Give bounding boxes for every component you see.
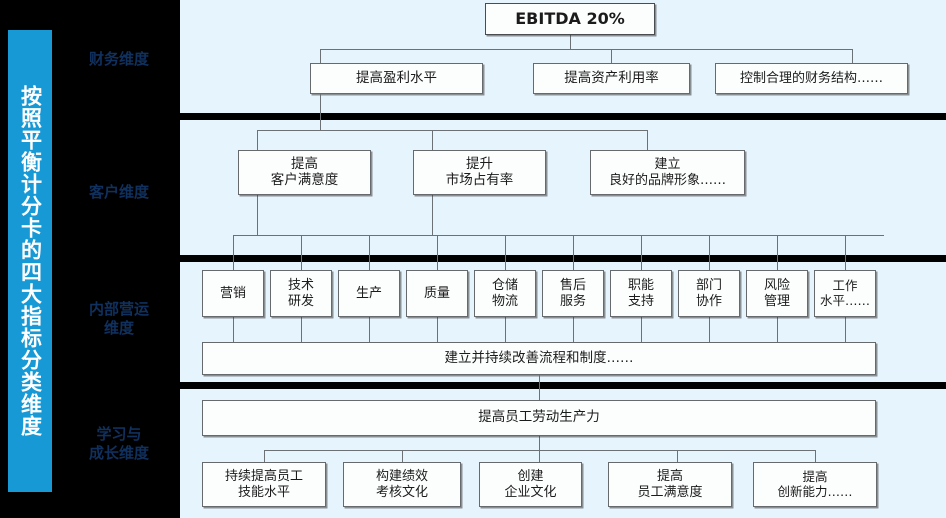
node-financial-2[interactable]: 提高资产利用率 xyxy=(533,63,690,94)
node-internal-9[interactable]: 风险 管理 xyxy=(746,270,808,317)
node-customer-1[interactable]: 提高 客户满意度 xyxy=(238,150,371,195)
connector-internal-stem-10 xyxy=(845,317,846,342)
divider-financial-customer xyxy=(180,113,946,120)
connector-internal-bus xyxy=(233,235,884,236)
node-learning-4[interactable]: 提高 员工满意度 xyxy=(608,462,732,507)
connector-learning-drop-1 xyxy=(264,450,265,462)
connector-customer1-trunk xyxy=(257,195,258,235)
connector-customer-drop-1 xyxy=(257,130,258,150)
connector-internal-stem-6 xyxy=(573,317,574,342)
vertical-banner: 按照平衡计分卡的四大指标分类维度 xyxy=(8,30,52,492)
node-internal-2[interactable]: 技术 研发 xyxy=(270,270,332,317)
connector-learning-drop-4 xyxy=(677,450,678,462)
dimension-label-customer: 客户维度 xyxy=(88,183,149,201)
node-customer-3[interactable]: 建立 良好的品牌形象…… xyxy=(590,150,745,195)
connector-internal-drop-7 xyxy=(641,235,642,270)
node-learning-1[interactable]: 持续提高员工 技能水平 xyxy=(202,462,326,507)
node-internal-8[interactable]: 部门 协作 xyxy=(678,270,740,317)
divider-internal-learning xyxy=(180,382,946,389)
connector-customer-bus xyxy=(257,130,647,131)
node-financial-1[interactable]: 提高盈利水平 xyxy=(310,63,483,94)
connector-internal-drop-8 xyxy=(709,235,710,270)
connector-learning-drop-5 xyxy=(815,450,816,462)
connector-learning-trunk xyxy=(539,436,540,450)
node-internal-5[interactable]: 仓储 物流 xyxy=(474,270,536,317)
node-internal-3[interactable]: 生产 xyxy=(338,270,400,317)
connector-internal-drop-10 xyxy=(845,235,846,270)
dimension-label-financial: 财务维度 xyxy=(88,50,149,68)
left-rail: 按照平衡计分卡的四大指标分类维度 财务维度 客户维度 内部营运 维度 学习与 成… xyxy=(0,0,180,518)
connector-internal-drop-6 xyxy=(573,235,574,270)
connector-customer-drop-2 xyxy=(432,130,433,150)
node-ebitda-root[interactable]: EBITDA 20% xyxy=(485,3,655,35)
connector-learning-drop-3 xyxy=(539,450,540,462)
node-customer-2[interactable]: 提升 市场占有率 xyxy=(413,150,546,195)
node-financial-3[interactable]: 控制合理的财务结构…… xyxy=(715,63,908,94)
node-internal-10[interactable]: 工作 水平…… xyxy=(814,270,876,317)
node-internal-1[interactable]: 营销 xyxy=(202,270,264,317)
connector-internal-drop-4 xyxy=(437,235,438,270)
node-learning-5[interactable]: 提高 创新能力…… xyxy=(753,462,877,507)
connector-internal-stem-8 xyxy=(709,317,710,342)
connector-internal-stem-3 xyxy=(369,317,370,342)
node-learning-2[interactable]: 构建绩效 考核文化 xyxy=(343,462,461,507)
connector-internal-drop-2 xyxy=(301,235,302,270)
connector-financial-drop-3 xyxy=(852,49,853,63)
node-internal-7[interactable]: 职能 支持 xyxy=(610,270,672,317)
connector-internal-drop-5 xyxy=(505,235,506,270)
vertical-banner-label: 按照平衡计分卡的四大指标分类维度 xyxy=(18,85,43,437)
node-internal-4[interactable]: 质量 xyxy=(406,270,468,317)
connector-internal-stem-2 xyxy=(301,317,302,342)
connector-customer2-trunk xyxy=(432,195,433,235)
node-internal-6[interactable]: 售后 服务 xyxy=(542,270,604,317)
connector-internal-drop-3 xyxy=(369,235,370,270)
connector-ebitda-trunk xyxy=(570,35,571,49)
connector-internal-stem-4 xyxy=(437,317,438,342)
connector-internal-stem-7 xyxy=(641,317,642,342)
dimension-label-internal: 内部营运 维度 xyxy=(88,300,149,337)
diagram-canvas: EBITDA 20% 提高盈利水平 提高资产利用率 控制合理的财务结构…… 提高… xyxy=(180,0,946,518)
connector-internal-summary-trunk xyxy=(539,375,540,400)
connector-internal-stem-5 xyxy=(505,317,506,342)
node-learning-headline[interactable]: 提高员工劳动生产力 xyxy=(202,400,876,436)
connector-internal-drop-9 xyxy=(777,235,778,270)
divider-customer-internal xyxy=(180,255,946,262)
connector-customer-drop-3 xyxy=(647,130,648,150)
node-internal-summary[interactable]: 建立并持续改善流程和制度…… xyxy=(202,342,876,375)
connector-internal-stem-1 xyxy=(233,317,234,342)
dimension-label-learning: 学习与 成长维度 xyxy=(88,425,149,462)
connector-financial-drop-2 xyxy=(611,49,612,63)
node-learning-3[interactable]: 创建 企业文化 xyxy=(479,462,582,507)
connector-internal-drop-1 xyxy=(233,235,234,270)
connector-financial1-trunk xyxy=(320,94,321,130)
connector-learning-drop-2 xyxy=(402,450,403,462)
connector-financial-drop-1 xyxy=(320,49,321,63)
connector-financial-bus xyxy=(320,49,852,50)
connector-internal-stem-9 xyxy=(777,317,778,342)
